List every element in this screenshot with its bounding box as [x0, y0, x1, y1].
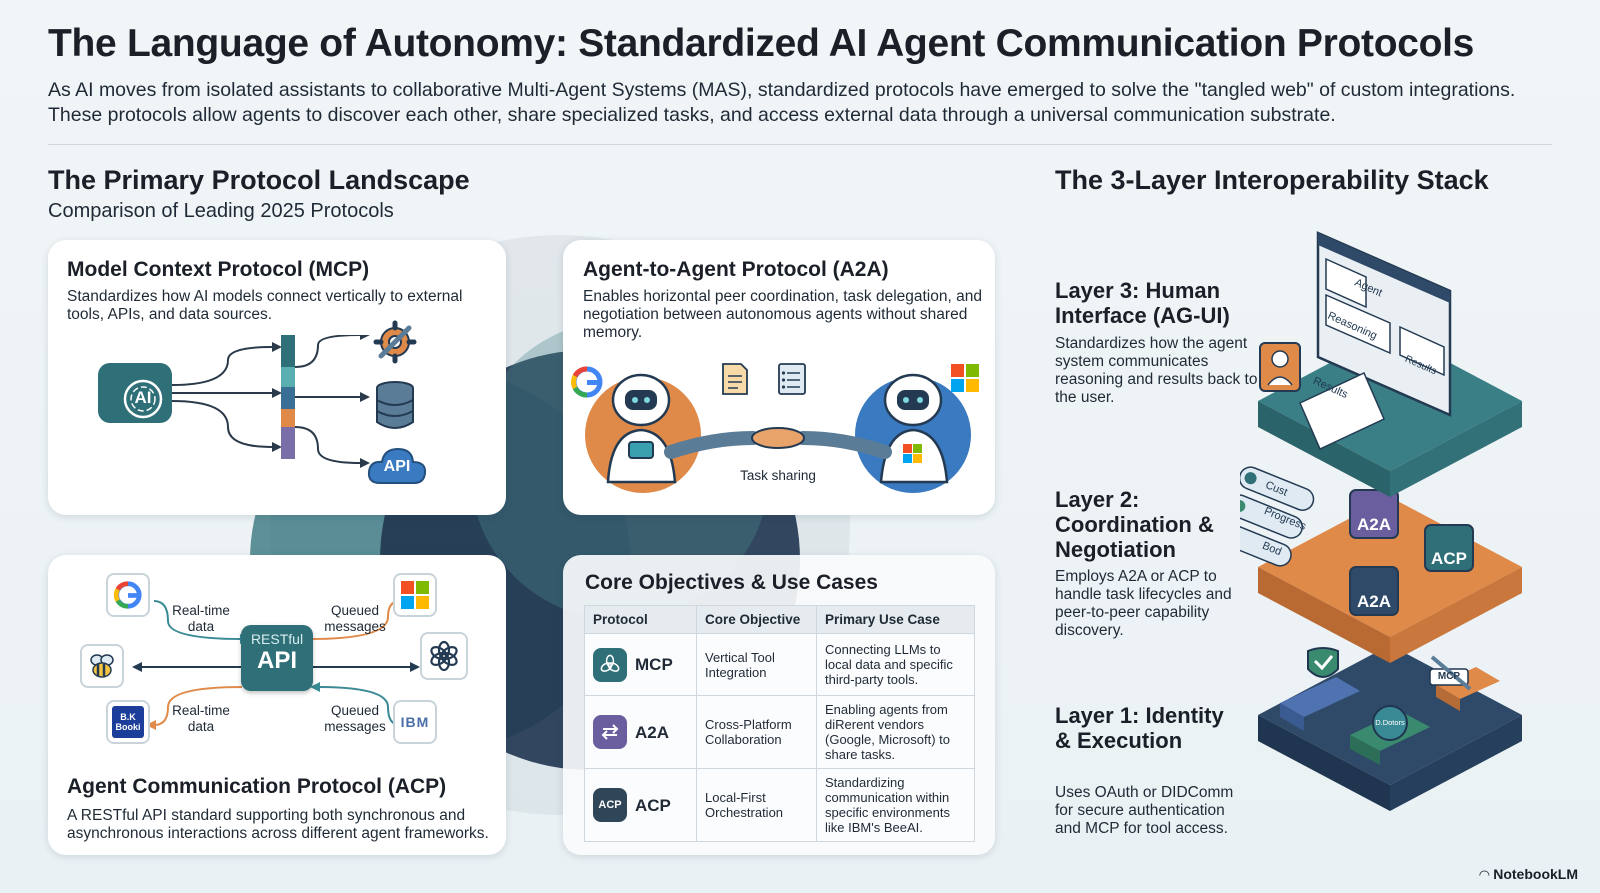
document-icon: [722, 363, 748, 395]
a2a-caption: Task sharing: [740, 468, 816, 483]
use-case-cell: Enabling agents from diRerent vendors (G…: [816, 695, 975, 769]
a2a-badge-icon: [593, 715, 627, 749]
ibm-logo-tile: IBM: [393, 700, 437, 744]
header-use-case: Primary Use Case: [816, 605, 975, 634]
api-cloud-icon: [367, 447, 427, 484]
ai-label: AI: [134, 388, 152, 407]
protocol-cell: ACP ACP: [584, 768, 697, 842]
objectives-table: Protocol Core Objective Primary Use Case…: [584, 605, 975, 842]
use-case-cell: Standardizing communication within speci…: [816, 768, 975, 842]
mcp-badge-icon: [593, 647, 627, 682]
l1-tag-mcp: MCP: [1437, 671, 1461, 682]
objectives-title: Core Objectives & Use Cases: [585, 571, 878, 594]
restful-api-hub: RESTful API: [241, 625, 313, 691]
label-realtime-bottom: Real-time data: [172, 703, 230, 734]
label-queued-top: Queued messages: [324, 603, 386, 634]
api-label: API: [383, 458, 411, 475]
booking-icon: B.K Booki: [112, 706, 144, 738]
brand-label: NotebookLM: [1493, 866, 1578, 882]
landscape-title: The Primary Protocol Landscape: [48, 165, 470, 195]
layer2-slab: [1240, 466, 1522, 663]
layer1-title: Layer 1: Identity & Execution: [1055, 703, 1224, 753]
protocol-name: ACP: [635, 795, 671, 815]
notebooklm-brand: ◠ NotebookLM: [1479, 866, 1578, 883]
a2a-card: Agent-to-Agent Protocol (A2A) Enables ho…: [563, 240, 995, 515]
protocol-cell: MCP: [584, 633, 697, 696]
layer3-slab: [1258, 231, 1522, 497]
layer2-desc: Employs A2A or ACP to handle task lifecy…: [1055, 568, 1232, 639]
mcp-card-title: Model Context Protocol (MCP): [67, 258, 370, 281]
stack-title: The 3-Layer Interoperability Stack: [1055, 165, 1489, 195]
use-case-cell: Connecting LLMs to local data and specif…: [816, 633, 975, 696]
google-logo-tile: [106, 573, 150, 617]
notebooklm-icon: ◠: [1479, 867, 1490, 882]
page-intro: As AI moves from isolated assistants to …: [48, 79, 1516, 126]
layer2-title: Layer 2: Coordination & Negotiation: [1055, 487, 1214, 562]
label-queued-bottom: Queued messages: [324, 703, 386, 734]
acp-card-title: Agent Communication Protocol (ACP): [67, 775, 447, 798]
mcp-diagram: [98, 335, 370, 468]
l1-tag-dotors: D.Dotors: [1375, 718, 1405, 727]
microsoft-logo: [951, 364, 979, 392]
table-row: A2A Cross-Platform Collaboration Enablin…: [584, 695, 975, 769]
protocol-cell: A2A: [584, 695, 697, 769]
layer1-slab: [1258, 645, 1522, 811]
protocol-name: A2A: [635, 722, 670, 742]
microsoft-logo-tile: [393, 573, 437, 617]
interoperability-stack-illustration: [1240, 231, 1522, 811]
database-icon: [376, 381, 414, 429]
page-title: The Language of Autonomy: Standardized A…: [48, 22, 1475, 65]
robot-left: [606, 373, 760, 484]
acp-card-desc: A RESTful API standard supporting both s…: [67, 807, 489, 842]
layer1-desc: Uses OAuth or DIDComm for secure authent…: [1055, 784, 1234, 837]
l2-chip-acp: ACP: [1431, 549, 1467, 568]
header-objective: Core Objective: [696, 605, 817, 634]
ai-icon: AI: [113, 375, 173, 423]
acp-card: RESTful API B.K Booki: [48, 555, 506, 855]
checklist-icon: [778, 363, 806, 395]
label-realtime-top: Real-time data: [172, 603, 230, 634]
mcp-card: Model Context Protocol (MCP) Standardize…: [48, 240, 506, 515]
robot-right: [796, 373, 949, 484]
objective-cell: Local-First Orchestration: [696, 768, 817, 842]
openai-logo-tile: [420, 632, 468, 680]
google-icon: [113, 581, 142, 609]
table-row: ACP ACP Local-First Orchestration Standa…: [584, 768, 975, 842]
acp-badge-icon: ACP: [593, 788, 627, 822]
l2-chip-a2a-bottom: A2A: [1356, 592, 1391, 611]
table-row: MCP Vertical Tool Integration Connecting…: [584, 633, 975, 696]
ibm-icon: IBM: [400, 714, 430, 730]
mcp-card-desc: Standardizes how AI models connect verti…: [67, 288, 463, 323]
booking-logo-tile: B.K Booki: [106, 700, 150, 744]
objective-cell: Vertical Tool Integration: [696, 633, 817, 696]
protocol-name: MCP: [635, 655, 673, 674]
l2-chip-a2a-top: A2A: [1356, 515, 1391, 534]
bee-icon: [90, 654, 114, 678]
a2a-card-title: Agent-to-Agent Protocol (A2A): [583, 258, 889, 281]
objective-cell: Cross-Platform Collaboration: [696, 695, 817, 769]
hub-main-label: API: [256, 647, 297, 674]
header-divider: [48, 144, 1552, 145]
hub-top-label: RESTful: [250, 631, 304, 647]
layer3-desc: Standardizes how the agent system commun…: [1055, 335, 1258, 406]
bee-logo-tile: [80, 644, 124, 688]
gear-wrench-icon: [373, 320, 417, 364]
openai-icon: [430, 640, 458, 672]
a2a-illustration: [571, 363, 979, 493]
header-protocol: Protocol: [584, 605, 697, 634]
microsoft-icon: [401, 581, 429, 609]
a2a-card-desc: Enables horizontal peer coordination, ta…: [583, 288, 982, 341]
layer3-title: Layer 3: Human Interface (AG-UI): [1055, 278, 1230, 328]
landscape-subtitle: Comparison of Leading 2025 Protocols: [48, 200, 394, 222]
table-header-row: Protocol Core Objective Primary Use Case: [584, 605, 975, 634]
google-logo: [571, 366, 603, 398]
